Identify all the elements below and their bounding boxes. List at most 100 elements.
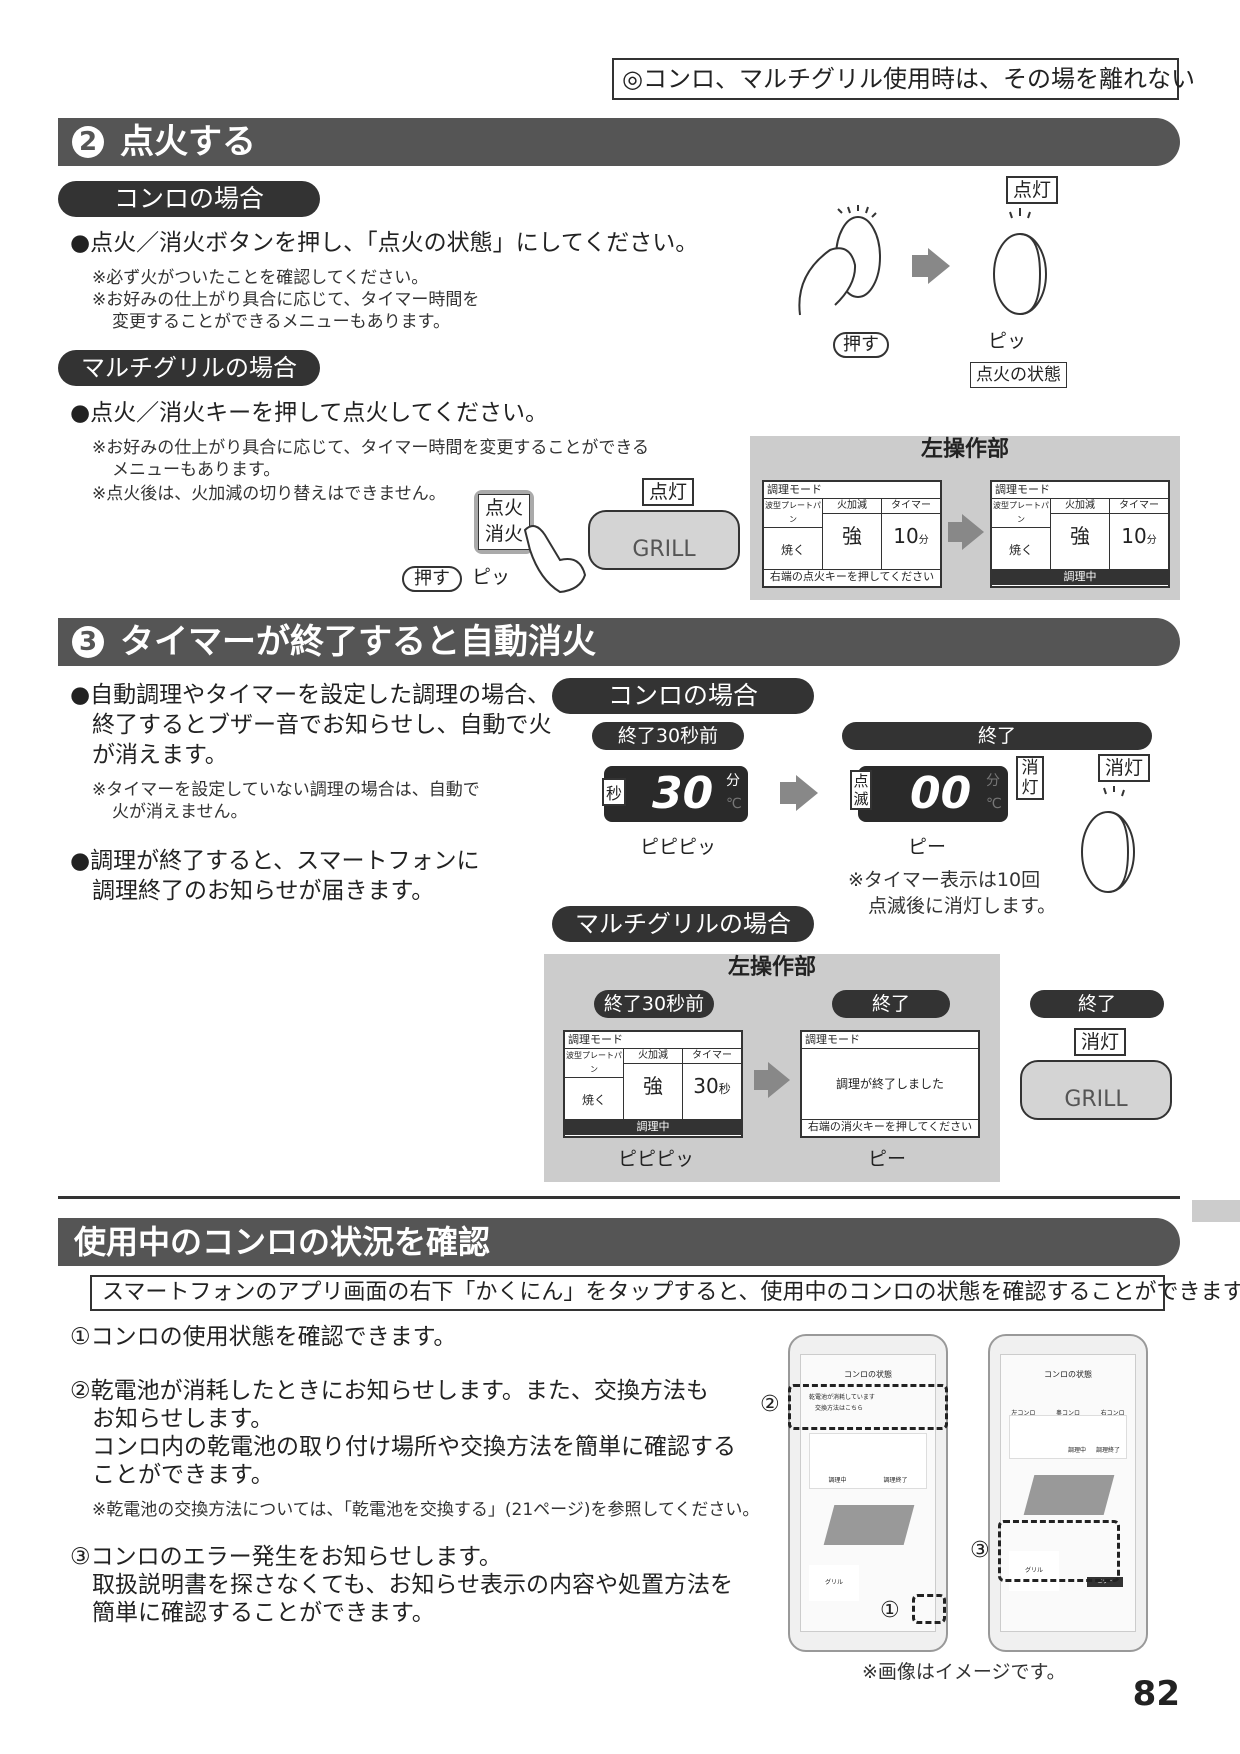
phone2-burner-left: 左コンロ (1011, 1410, 1036, 1417)
grill-pill: マルチグリルの場合 (58, 350, 320, 386)
lcd2-val3: 10 (1121, 524, 1147, 548)
s3-note-2: 火が消えません。 (112, 802, 248, 822)
phone-screen-1: コンロの状態 乾電池が消耗しています 交換方法はこちら 調理中 調理終了 グリル (788, 1334, 948, 1652)
timer-digits-end: 00 (910, 768, 972, 819)
finger-press-knob-icon (798, 205, 881, 316)
phone1-cooktop-icon (823, 1505, 915, 1545)
s3-arrow-icon (780, 782, 796, 804)
phone2-title: コンロの状態 (1044, 1370, 1092, 1379)
phone2-burner-right: 右コンロ (1100, 1410, 1125, 1417)
panel-arrow-icon (948, 522, 962, 542)
s3-bullet-1: ●自動調理やタイマーを設定した調理の場合、 (70, 682, 551, 708)
lcd-unit: 分 (918, 535, 929, 546)
timer-digits-before: 30 (652, 768, 714, 819)
section-number: 2 (72, 126, 104, 158)
s3-beep-end: ピー (868, 1148, 907, 1170)
unit-min: 分 (726, 773, 740, 789)
lcd-mode: 調理モード (764, 482, 940, 499)
phone2-grill: グリル (1009, 1551, 1059, 1591)
s3-lcd-val3: 30 (693, 1074, 719, 1098)
lcd2-col1: 波型プレートパン (992, 499, 1050, 528)
header-caution-note: ◎コンロ、マルチグリル使用時は、その場を離れない (612, 58, 1195, 100)
s3-panel-title: 左操作部 (727, 955, 816, 980)
s3-bullet2-1: ●調理が終了すると、スマートフォンに (70, 848, 480, 874)
timer-display-end: 点滅 00 分 ℃ (850, 766, 1008, 822)
section-title: 点火する (120, 122, 256, 162)
s3-lcd-mode: 調理モード (565, 1032, 741, 1049)
grill-beep: ピッ (472, 566, 511, 588)
section-3-number: 3 (72, 626, 104, 658)
s3-konro-end-pill: 終了 (842, 722, 1152, 750)
status-title: 使用中のコンロの状況を確認 (74, 1223, 491, 1261)
status-item-3b: 取扱説明書を探さなくても、お知らせ表示の内容や処置方法を (92, 1572, 734, 1598)
phone2-cook1: 調理中 (1067, 1447, 1086, 1454)
status-item-3c: 簡単に確認することができます。 (92, 1600, 435, 1626)
sec-label: 秒 (602, 778, 627, 806)
konro-note-2: ※お好みの仕上がり具合に応じて、タイマー時間を (92, 290, 480, 310)
lcd-footer: 右端の点火キーを押してください (764, 569, 940, 585)
s3-grill-arrow-icon (754, 1070, 768, 1090)
callout-2-box (788, 1384, 948, 1430)
knob-lit-icon (993, 208, 1047, 315)
beep-before: ピピピッ (640, 836, 717, 858)
divider (58, 1196, 1180, 1199)
status-item-3: ③コンロのエラー発生をお知らせします。 (70, 1544, 502, 1570)
konro-note-3: 変更することができるメニューもあります。 (112, 312, 450, 332)
s3-bullet-3: が消えます。 (92, 742, 228, 768)
s3-konro-pill: コンロの場合 (552, 678, 814, 714)
press-label: 押す (833, 332, 889, 358)
status-item-2d: ことができます。 (92, 1462, 274, 1488)
unit-celsius: ℃ (726, 796, 742, 812)
timer-note-2: 点滅後に消灯します。 (868, 895, 1057, 917)
timer-note-1: ※タイマー表示は10回 (848, 869, 1041, 891)
konro-bullet: ●点火／消火ボタンを押し、「点火の状態」にしてください。 (70, 230, 699, 256)
unit-c-end: ℃ (986, 796, 1002, 812)
callout-1-box (912, 1594, 946, 1624)
ignite-key-line1: 点火 (484, 497, 523, 519)
s3-bullet2-2: 調理終了のお知らせが届きます。 (92, 878, 435, 904)
s3-lcd-end-foot: 右端の消火キーを押してください (802, 1119, 978, 1135)
s3-grill-indicator: GRILL (1020, 1060, 1172, 1120)
konro-note-1: ※必ず火がついたことを確認してください。 (92, 268, 429, 288)
status-info-box: スマートフォンのアプリ画面の右下「かくにん」をタップすると、使用中のコンロの状態… (90, 1275, 1240, 1311)
s3-lcd-end-msg: 調理が終了しました (835, 1077, 944, 1091)
status-item-2c: コンロ内の乾電池の取り付け場所や交換方法を簡単に確認する (92, 1434, 736, 1460)
knob-off-icon (1081, 786, 1135, 893)
section-2-title-bar: 2 点火する (58, 118, 1180, 166)
status-item-2b: お知らせします。 (92, 1406, 274, 1432)
grill-note-3: ※点火後は、火加減の切り替えはできません。 (92, 484, 446, 504)
lcd2-col2: 火加減 (1051, 499, 1109, 514)
lcd-mode-2: 調理モード (992, 482, 1168, 499)
finger-icon (523, 525, 587, 594)
phone2-error-badge: エラー (1087, 1577, 1123, 1587)
lit-label: 点灯 (1006, 176, 1059, 204)
s3-grill-end-pill: 終了 (832, 990, 950, 1018)
s3-off-label: 消灯 (1074, 1028, 1127, 1056)
off-label-knob: 消灯 (1098, 754, 1151, 782)
lcd2-footer: 調理中 (992, 569, 1168, 585)
s3-arrow-head-icon (796, 775, 818, 811)
lcd-col3: タイマー (882, 499, 940, 514)
beep-end: ピー (908, 836, 947, 858)
section-3-title: タイマーが終了すると自動消火 (120, 622, 596, 662)
ignite-key-button[interactable]: 点火 消火 (474, 490, 534, 554)
s3-lcd-end-mode: 調理モード (802, 1032, 978, 1049)
s3-lcd-val1: 焼く (581, 1093, 606, 1107)
arrow-right-icon (912, 255, 928, 277)
konro-pill: コンロの場合 (58, 181, 320, 217)
grill-indicator: GRILL (588, 510, 740, 570)
lcd-val2: 強 (842, 524, 862, 548)
lcd2-val1: 焼く (1008, 543, 1033, 557)
callout-3-box (998, 1520, 1120, 1582)
side-tab (1192, 1200, 1240, 1222)
lcd2-unit: 分 (1146, 535, 1157, 546)
status-item-1: ①コンロの使用状態を確認できます。 (70, 1324, 457, 1350)
ignition-state-label: 点火の状態 (970, 362, 1067, 388)
phone2-cooktop-icon (1023, 1475, 1115, 1515)
blink-label: 点滅 (850, 770, 872, 810)
section-3-title-bar: 3 タイマーが終了すると自動消火 (58, 618, 1180, 666)
callout-1-number: ① (880, 1598, 900, 1623)
panel-arrow-head-icon (962, 514, 984, 550)
